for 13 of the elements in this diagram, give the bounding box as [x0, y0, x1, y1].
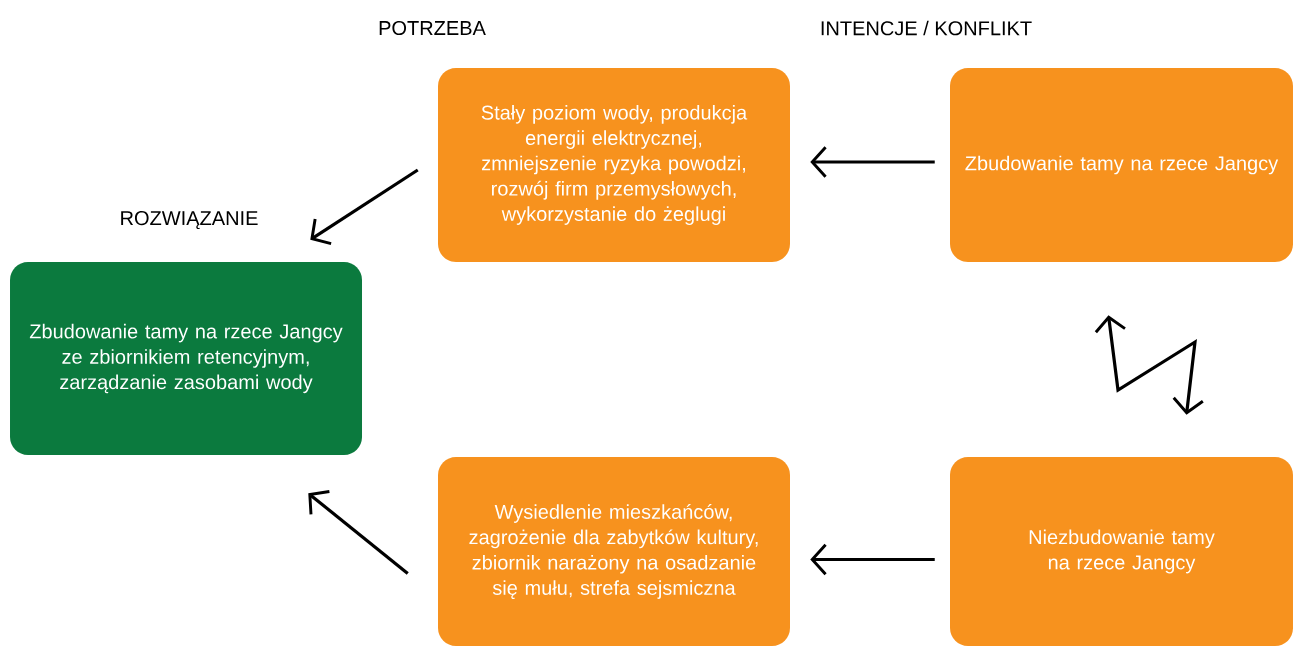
- text-box: Stały poziom wody, produkcja energii elektrycznej, zmniejszenie ryzyka powodzi, rozwój firm przemysłowych, wykorzystanie do żeglugi: [438, 68, 790, 262]
- arrow: [810, 543, 935, 576]
- text-box: Wysiedlenie mieszkańców, zagrożenie dla zabytków kultury, zbiornik narażony na osadzanie się mułu, strefa sejsmiczna: [438, 457, 790, 646]
- arrow: [1094, 315, 1204, 415]
- arrow: [810, 146, 935, 178]
- text-box: Zbudowanie tamy na rzece Jangcy ze zbiornikiem retencyjnym, zarządzanie zasobami wody: [10, 262, 362, 455]
- text-box: Niezbudowanie tamy na rzece Jangcy: [950, 457, 1293, 646]
- heading: INTENCJE / KONFLIKT: [821, 20, 1032, 36]
- arrow: [308, 490, 409, 575]
- text-box: Zbudowanie tamy na rzece Jangcy: [950, 68, 1293, 262]
- heading: ROZWIĄZANIE: [121, 211, 258, 229]
- arrow: [310, 168, 419, 246]
- heading: POTRZEBA: [379, 20, 486, 36]
